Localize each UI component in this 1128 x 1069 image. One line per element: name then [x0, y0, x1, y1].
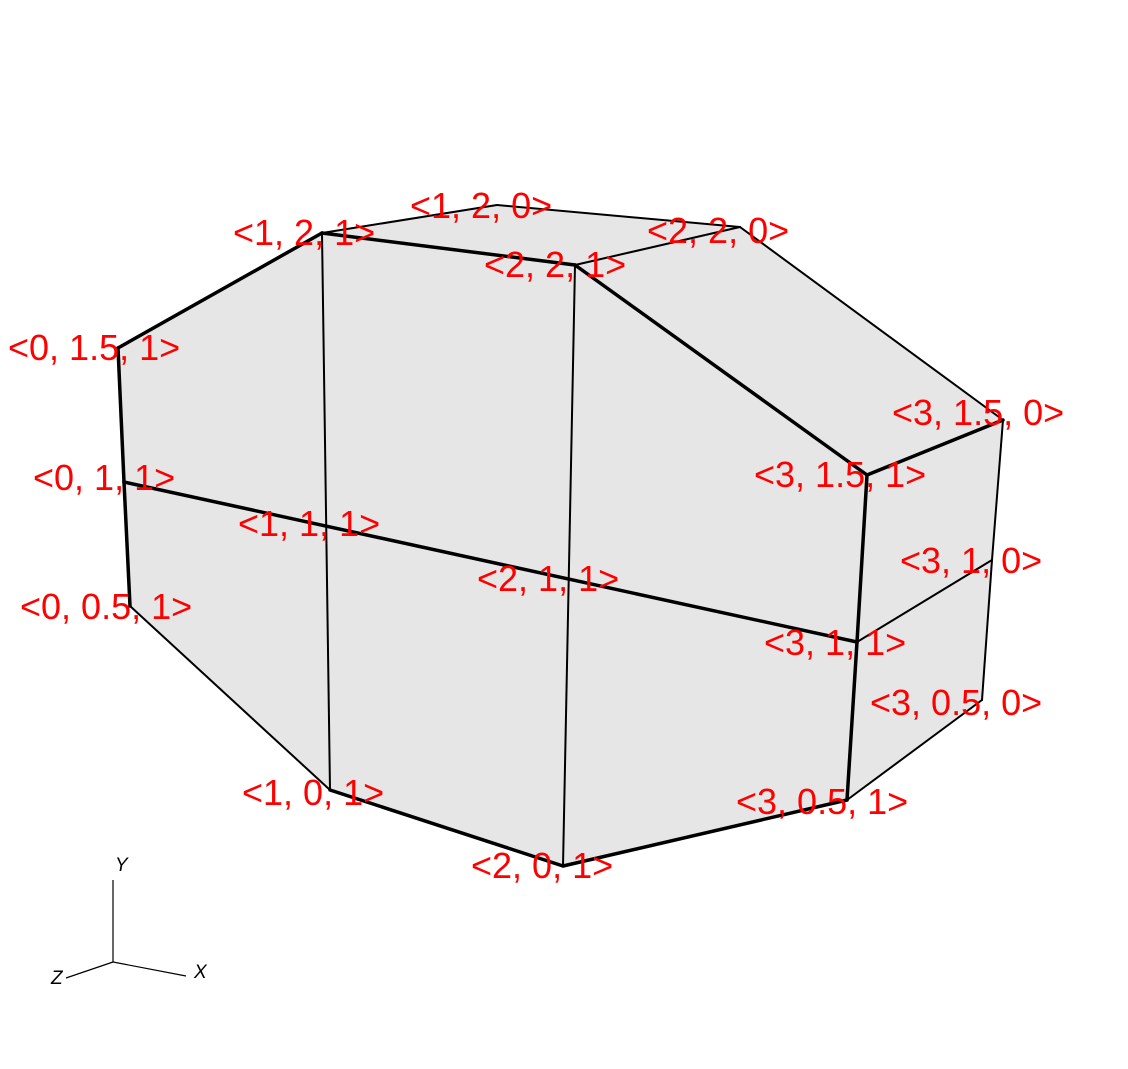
y-axis-label: Y [115, 855, 129, 876]
faces [118, 205, 1003, 866]
upper-slant-face [575, 227, 1003, 475]
vertex-label-1-1-1: <1, 1, 1> [238, 503, 380, 544]
vertex-label-2-2-0: <2, 2, 0> [647, 210, 789, 251]
edge-121-221 [320, 231, 577, 267]
thin-edges [129, 204, 1004, 867]
vertex-label-1-2-0: <1, 2, 0> [410, 185, 552, 226]
vertex-labels: <1, 2, 0> <2, 2, 0> <1, 2, 1> <2, 2, 1> … [8, 185, 1064, 886]
vertex-label-3-1-1: <3, 1, 1> [764, 622, 906, 663]
top-face [322, 205, 740, 265]
vertex-label-0-0.5-1: <0, 0.5, 1> [20, 586, 192, 627]
vertex-label-1-0-1: <1, 0, 1> [242, 772, 384, 813]
edge-311-3051 [845, 640, 859, 802]
z-axis-label: Z [50, 968, 64, 989]
edge-3151-311 [855, 473, 869, 644]
edge-221-201 [562, 264, 576, 867]
edge-221-3151 [573, 263, 869, 477]
vertex-label-3-0.5-1: <3, 0.5, 1> [736, 781, 908, 822]
vertex-label-2-0-1: <2, 0, 1> [471, 845, 613, 886]
vertex-label-0-1.5-1: <0, 1.5, 1> [8, 327, 180, 368]
vertex-label-2-2-1: <2, 2, 1> [484, 244, 626, 285]
edge-120-220 [496, 204, 741, 228]
z-axis-line [65, 961, 114, 979]
edge-220-3150 [739, 226, 1004, 421]
edge-3150-310 [991, 419, 1004, 561]
edge-310-3050 [981, 559, 993, 701]
vertex-label-3-1-0: <3, 1, 0> [900, 540, 1042, 581]
axis-triad: Y X Z [50, 855, 208, 989]
right-face [847, 420, 1003, 800]
edge-121-120 [321, 204, 498, 234]
edge-310-311 [856, 559, 993, 643]
edge-121-101 [321, 232, 331, 791]
vertex-label-3-1.5-1: <3, 1.5, 1> [754, 454, 926, 495]
edge-011-311 [122, 480, 859, 644]
edge-0151-121 [116, 231, 324, 350]
edge-0051-101 [129, 605, 331, 791]
edge-201-3051 [561, 798, 849, 868]
vertex-label-3-1.5-0: <3, 1.5, 0> [892, 392, 1064, 433]
edge-011-0051 [122, 480, 132, 608]
edge-221-220 [574, 226, 741, 266]
x-axis-label: X [193, 962, 208, 983]
vertex-label-1-2-1: <1, 2, 1> [233, 212, 375, 253]
x-axis-line [112, 961, 187, 977]
bold-edges [116, 231, 1005, 868]
vertex-label-3-0.5-0: <3, 0.5, 0> [870, 682, 1042, 723]
edge-3050-3051 [846, 699, 983, 801]
front-face [118, 233, 867, 866]
vertex-label-2-1-1: <2, 1, 1> [477, 558, 619, 599]
vertex-label-0-1-1: <0, 1, 1> [33, 457, 175, 498]
edge-0151-011 [116, 346, 126, 484]
edge-101-201 [328, 788, 565, 868]
edge-3151-3150 [865, 418, 1005, 477]
